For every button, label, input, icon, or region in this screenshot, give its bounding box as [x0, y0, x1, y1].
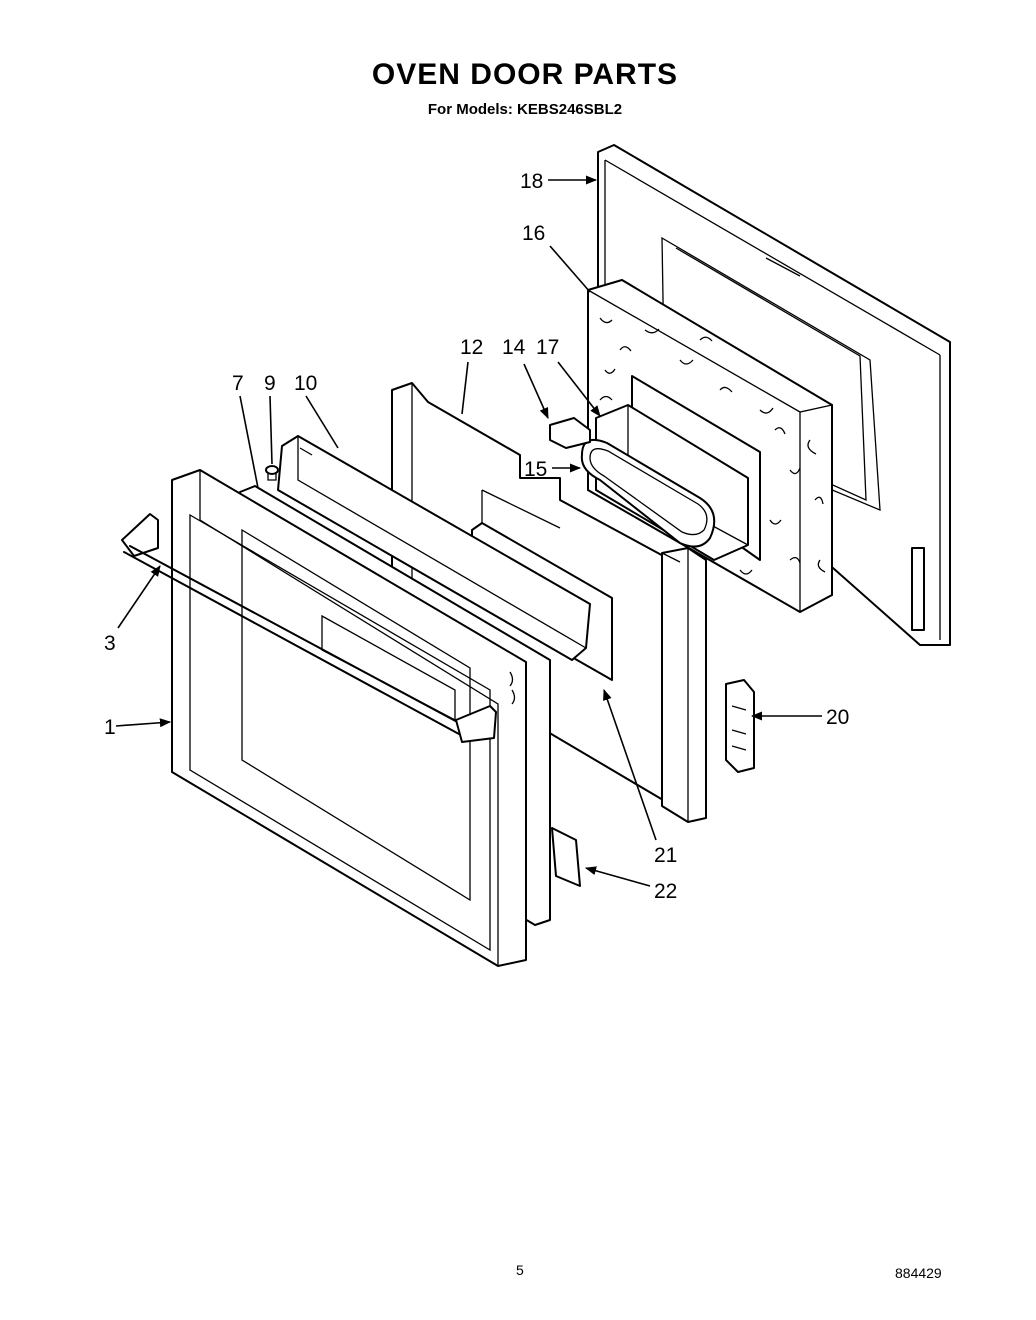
callout-17: 17 — [536, 336, 559, 359]
leader-21 — [603, 688, 657, 841]
callout-15: 15 — [524, 458, 547, 481]
bracket-14 — [549, 417, 591, 449]
bracket-22 — [551, 827, 581, 887]
model-subtitle: For Models: KEBS246SBL2 — [427, 101, 623, 118]
leader-10 — [305, 395, 339, 449]
callout-16: 16 — [522, 222, 545, 245]
screw-9 — [265, 465, 279, 481]
leader-12 — [461, 361, 469, 415]
document-number: 884429 — [895, 1265, 942, 1281]
callout-9: 9 — [264, 372, 276, 395]
leader-3 — [117, 565, 161, 629]
leader-22 — [584, 866, 651, 887]
callout-21: 21 — [654, 844, 677, 867]
hinge-20 — [725, 679, 755, 773]
callout-22: 22 — [654, 880, 677, 903]
page-number: 5 — [516, 1262, 524, 1278]
callout-10: 10 — [294, 372, 317, 395]
outer-door-1 — [171, 469, 527, 967]
leader-17 — [557, 361, 601, 417]
leader-14 — [523, 363, 549, 420]
leader-7 — [239, 395, 259, 489]
side-channel — [661, 547, 707, 823]
handle-3 — [121, 513, 497, 743]
callout-14: 14 — [502, 336, 526, 359]
callout-3: 3 — [104, 632, 116, 655]
leader-1 — [115, 718, 172, 728]
callout-7: 7 — [232, 372, 244, 395]
callout-20: 20 — [826, 706, 849, 729]
callout-18: 18 — [520, 170, 543, 193]
window-frame-17 — [580, 404, 749, 561]
page-title: OVEN DOOR PARTS — [371, 58, 679, 91]
callout-1: 1 — [104, 716, 116, 739]
callout-12: 12 — [460, 336, 483, 359]
top-channel-10 — [277, 435, 591, 661]
leader-9 — [269, 395, 273, 465]
leader-16 — [549, 245, 591, 293]
